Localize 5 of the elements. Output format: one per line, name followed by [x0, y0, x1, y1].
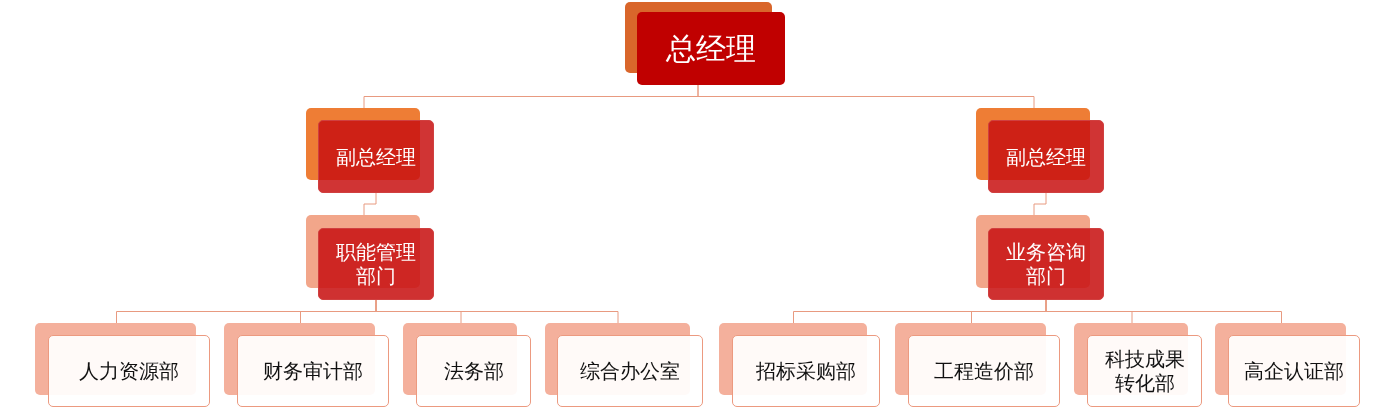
connector-line [1045, 299, 1282, 324]
connector-line [697, 84, 1035, 109]
connector-line [363, 192, 377, 216]
connector-line [375, 299, 619, 324]
connector-line [1033, 192, 1047, 216]
